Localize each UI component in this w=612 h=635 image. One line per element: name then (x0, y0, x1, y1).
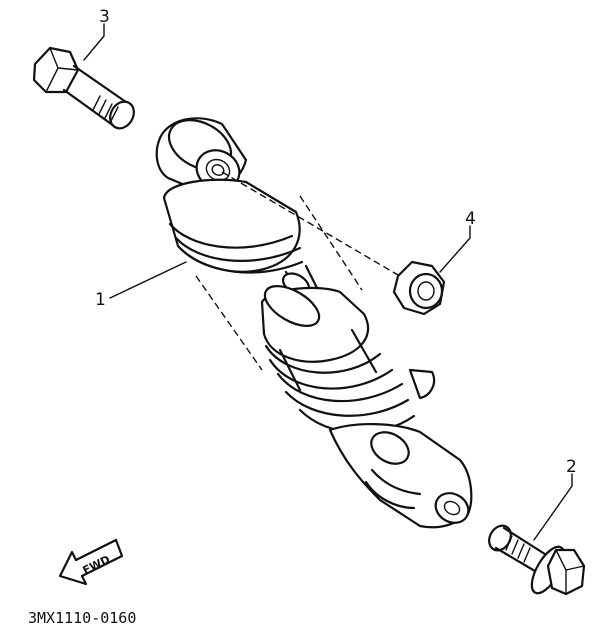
callout-1: 1 (95, 290, 106, 310)
forward-arrow-icon: FWD (58, 538, 124, 586)
callout-4: 4 (465, 209, 476, 229)
assembly-guide-lines (195, 171, 411, 371)
shock-absorber-icon (155, 117, 473, 529)
bolt-lower-icon (488, 524, 586, 596)
nut-icon (392, 260, 446, 316)
callout-2: 2 (566, 457, 577, 477)
diagram-code: 3MX1110-0160 (28, 609, 136, 627)
callout-3: 3 (99, 7, 110, 27)
leader-lines (83, 23, 573, 541)
bolt-upper-icon (32, 46, 135, 130)
